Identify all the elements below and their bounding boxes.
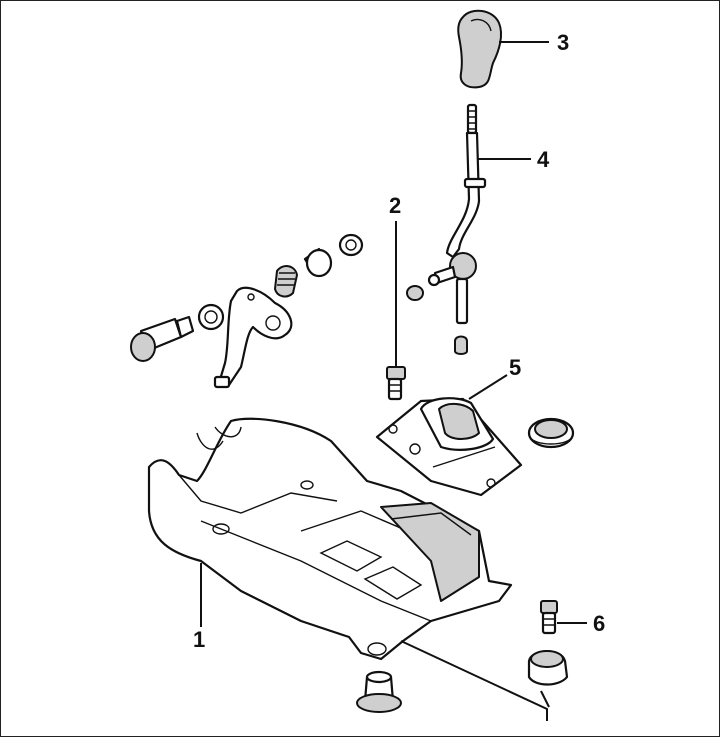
mounting-bushing-left <box>356 670 402 713</box>
callout-2: 2 <box>389 193 401 218</box>
linkage-assembly <box>130 233 364 389</box>
part-5-lever-housing <box>375 397 523 497</box>
callout-1: 1 <box>193 627 205 652</box>
callout-4: 4 <box>537 147 550 172</box>
rubber-grommet <box>527 417 575 449</box>
part-6-bolt <box>540 600 558 635</box>
part-1-bracket <box>147 417 513 661</box>
part-3-shift-knob <box>457 9 503 89</box>
leader-lines <box>200 41 587 721</box>
mounting-bushing-right <box>527 650 569 686</box>
callout-6: 6 <box>593 611 605 636</box>
part-4-shift-lever <box>406 103 487 355</box>
part-2-bolt <box>386 366 406 401</box>
callout-3: 3 <box>557 30 569 55</box>
callout-5: 5 <box>509 355 521 380</box>
